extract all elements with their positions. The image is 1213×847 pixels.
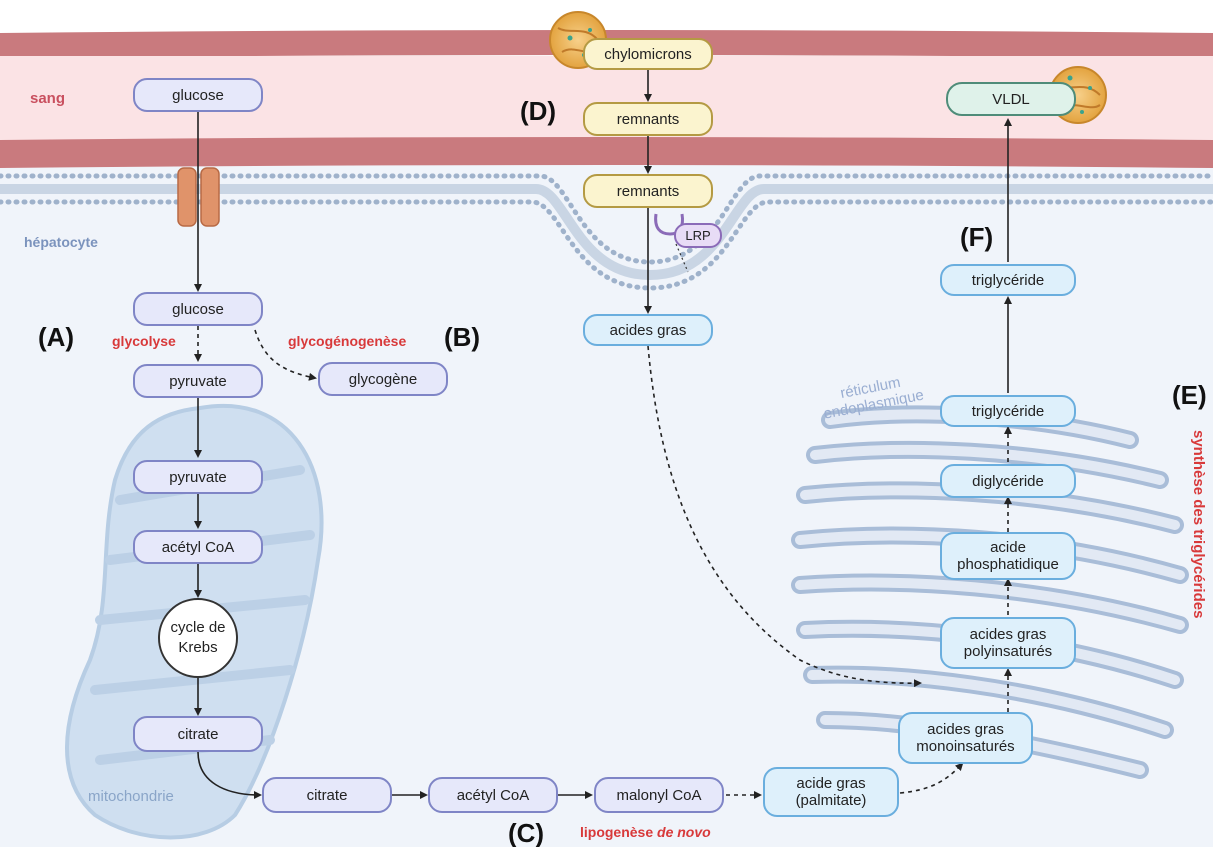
panel-label-b: (B) <box>444 322 481 352</box>
solid-arrows <box>194 70 1012 799</box>
node-glucose-blood: glucose <box>133 78 263 112</box>
node-acide-phosphatidique: acide phosphatidique <box>940 532 1076 580</box>
node-chylomicrons: chylomicrons <box>583 38 713 70</box>
node-acetyl-coa-cytosol: acétyl CoA <box>428 777 558 813</box>
node-acide-gras-palmitate: acide gras (palmitate) <box>763 767 899 817</box>
node-acides-gras: acides gras <box>583 314 713 346</box>
node-acides-gras-polyinsatures: acides gras polyinsaturés <box>940 617 1076 669</box>
node-remnants-membrane: remnants <box>583 174 713 208</box>
panel-label-a: (A) <box>38 322 75 352</box>
node-malonyl-coa: malonyl CoA <box>594 777 724 813</box>
process-label-glycolyse: glycolyse <box>112 333 176 349</box>
zone-label-hepatocyte: hépatocyte <box>24 234 98 250</box>
dashed-arrows <box>194 326 1012 799</box>
panel-label-f: (F) <box>960 222 994 252</box>
de-novo-text: de novo <box>657 824 711 840</box>
node-pyruvate-mito: pyruvate <box>133 460 263 494</box>
zone-label-mitochondrie: mitochondrie <box>88 788 174 805</box>
glucose-transporter-icon <box>177 167 220 227</box>
panel-label-d: (D) <box>520 96 557 126</box>
node-citrate-mito: citrate <box>133 716 263 752</box>
node-glycogene: glycogène <box>318 362 448 396</box>
process-label-lipogenese: lipogenèse de novo <box>580 824 711 840</box>
node-remnants-blood: remnants <box>583 102 713 136</box>
cell-membrane <box>0 173 1213 291</box>
node-vldl: VLDL <box>946 82 1076 116</box>
process-label-glycogenogenese: glycogénogenèse <box>288 333 407 349</box>
zone-label-sang: sang <box>30 90 66 107</box>
node-pyruvate-cytosol: pyruvate <box>133 364 263 398</box>
node-lrp: LRP <box>674 223 722 248</box>
node-diglyceride: diglycéride <box>940 464 1076 498</box>
node-glucose-cell: glucose <box>133 292 263 326</box>
node-triglyceride: triglycéride <box>940 264 1076 296</box>
node-cycle-de-krebs: cycle de Krebs <box>158 598 238 678</box>
node-triglyceride-er: triglycéride <box>940 395 1076 427</box>
node-citrate-cytosol: citrate <box>262 777 392 813</box>
node-acides-gras-monoinsatures: acides gras monoinsaturés <box>898 712 1033 764</box>
lipogenese-text: lipogenèse <box>580 824 654 840</box>
process-label-synthese-triglycerides: synthèse des triglycérides <box>1190 430 1207 619</box>
panel-label-e: (E) <box>1172 380 1207 410</box>
node-acetyl-coa-mito: acétyl CoA <box>133 530 263 564</box>
panel-label-c: (C) <box>508 818 545 847</box>
